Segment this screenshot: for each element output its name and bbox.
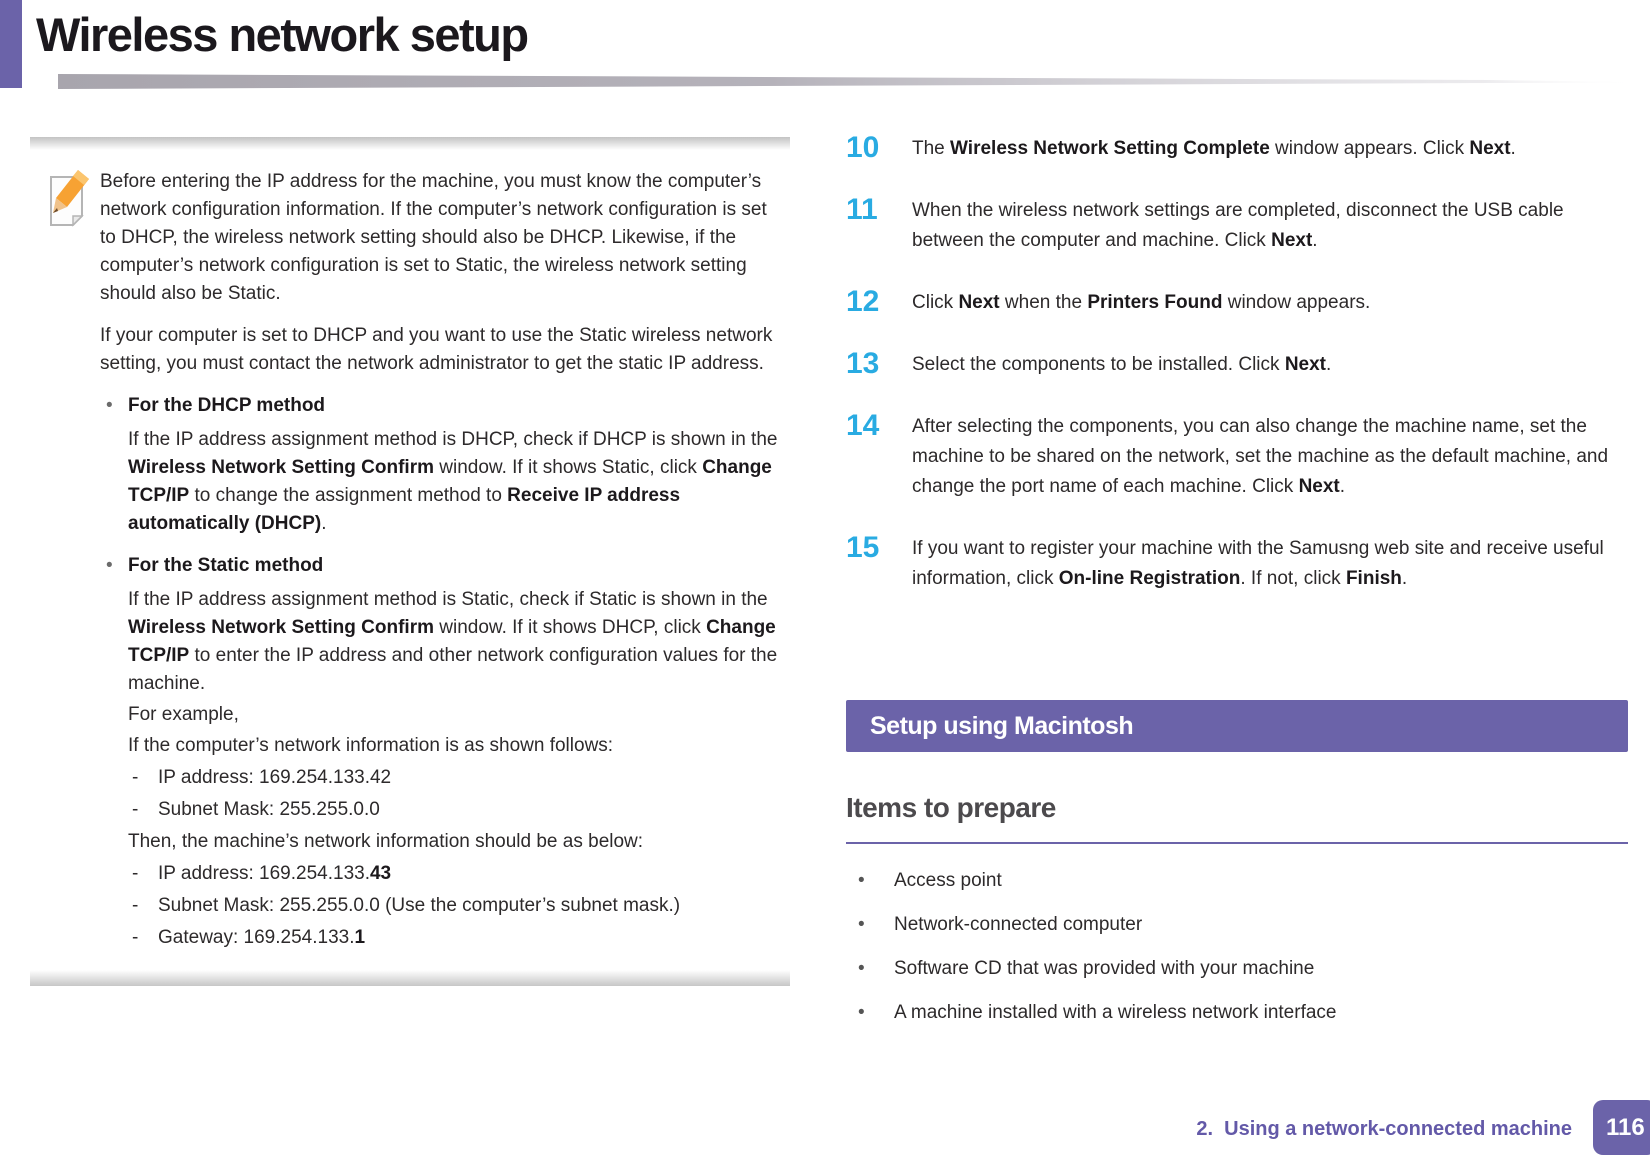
pencil-note-icon	[50, 170, 89, 227]
step-10: 10 The Wireless Network Setting Complete…	[846, 132, 1628, 164]
title-divider-rule	[58, 74, 1642, 89]
step-text: When the wireless network settings are c…	[912, 200, 1564, 251]
example-intro: For example,	[128, 704, 239, 725]
prepare-item-wireless-machine: A machine installed with a wireless netw…	[846, 998, 1606, 1028]
step-13: 13 Select the components to be installed…	[846, 348, 1628, 380]
step-number: 13	[846, 347, 880, 380]
items-to-prepare-underline	[846, 842, 1628, 844]
step-number: 14	[846, 409, 880, 442]
static-method-description: If the IP address assignment method is S…	[128, 589, 778, 694]
step-number: 12	[846, 285, 880, 318]
step-text: The Wireless Network Setting Complete wi…	[912, 138, 1516, 159]
items-to-prepare-list: Access point Network-connected computer …	[846, 866, 1606, 1042]
step-12: 12 Click Next when the Printers Found wi…	[846, 286, 1628, 318]
section-header-setup-using-macintosh: Setup using Macintosh	[846, 700, 1628, 752]
step-text: Click Next when the Printers Found windo…	[912, 292, 1371, 313]
bullet-static-method: For the Static method	[100, 552, 784, 580]
step-text: After selecting the components, you can …	[912, 416, 1609, 497]
note-box-bottom-border	[30, 970, 790, 986]
step-text: If you want to register your machine wit…	[912, 538, 1604, 589]
page-number-badge: 116	[1593, 1100, 1650, 1155]
page-title: Wireless network setup	[36, 8, 529, 61]
note-box-top-border	[30, 137, 790, 150]
step-14: 14 After selecting the components, you c…	[846, 410, 1628, 502]
step-number: 11	[846, 193, 878, 226]
dash-computer-subnet-mask: Subnet Mask: 255.255.0.0	[100, 796, 784, 824]
prepare-item-network-computer: Network-connected computer	[846, 910, 1606, 940]
dash-computer-ip-address: IP address: 169.254.133.42	[100, 764, 784, 792]
note-paragraph-dhcp-static: Before entering the IP address for the m…	[100, 171, 767, 304]
step-text: Select the components to be installed. C…	[912, 354, 1332, 375]
note-paragraph-contact-admin: If your computer is set to DHCP and you …	[100, 325, 773, 374]
step-list: 10 The Wireless Network Setting Complete…	[846, 132, 1628, 624]
dash-machine-ip-address: IP address: 169.254.133.43	[100, 860, 784, 888]
step-number: 15	[846, 531, 880, 564]
items-to-prepare-heading: Items to prepare	[846, 792, 1056, 823]
step-15: 15 If you want to register your machine …	[846, 532, 1628, 594]
step-number: 10	[846, 131, 880, 164]
dash-machine-gateway: Gateway: 169.254.133.1	[100, 924, 784, 952]
computer-network-info-intro: If the computer’s network information is…	[128, 735, 614, 756]
dash-machine-subnet-mask: Subnet Mask: 255.255.0.0 (Use the comput…	[100, 892, 784, 920]
bullet-dhcp-method: For the DHCP method	[100, 392, 784, 420]
step-11: 11 When the wireless network settings ar…	[846, 194, 1628, 256]
dhcp-method-description: If the IP address assignment method is D…	[128, 429, 778, 534]
prepare-item-software-cd: Software CD that was provided with your …	[846, 954, 1606, 984]
prepare-item-access-point: Access point	[846, 866, 1606, 896]
title-accent-bar	[0, 0, 22, 88]
machine-network-info-intro: Then, the machine’s network information …	[128, 831, 644, 852]
note-box: Before entering the IP address for the m…	[30, 137, 790, 986]
footer-chapter-label: 2. Using a network-connected machine	[1196, 1118, 1572, 1140]
